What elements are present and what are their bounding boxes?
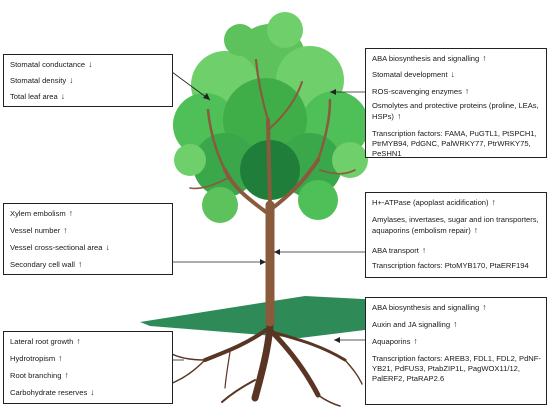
list-item: H+-ATPase (apoplast acidification)↑: [372, 197, 496, 207]
list-item: Aquaporins↑: [372, 336, 418, 346]
tree-trunk: [189, 58, 356, 327]
list-item: Carbohydrate reserves↓: [10, 387, 95, 397]
trend-arrow-icon: ↑: [78, 259, 83, 269]
trend-arrow-icon: ↓: [69, 75, 74, 85]
trend-arrow-icon: ↑: [68, 208, 73, 218]
trend-arrow-icon: ↑: [58, 353, 63, 363]
transcription-factors: Transcription factors: PtoMYB170, PtaERF…: [372, 261, 529, 270]
list-item: Stomatal development↓: [372, 69, 455, 79]
list-item: Stomatal density↓: [10, 75, 74, 85]
connector-arrowheads: [203, 89, 340, 343]
list-item: Amylases, invertases, sugar and ion tran…: [372, 215, 539, 235]
tree-canopy: [173, 12, 369, 223]
trend-arrow-icon: ↑: [473, 224, 479, 235]
list-item: Osmolytes and protective proteins (proli…: [372, 101, 539, 121]
trend-arrow-icon: ↑: [63, 225, 68, 235]
list-item: ABA transport↑: [372, 245, 427, 255]
trend-arrow-icon: ↑: [64, 370, 69, 380]
trend-arrow-icon: ↓: [88, 59, 93, 69]
trend-arrow-icon: ↑: [413, 336, 418, 346]
list-item: Secondary cell wall↑: [10, 259, 83, 269]
trend-arrow-icon: ↓: [60, 91, 65, 101]
trend-arrow-icon: ↑: [421, 245, 427, 255]
trend-arrow-icon: ↑: [482, 302, 487, 312]
stem-molecular-box: H+-ATPase (apoplast acidification)↑ Amyl…: [365, 192, 547, 278]
list-item: Stomatal conductance↓: [10, 59, 93, 69]
trend-arrow-icon: ↑: [464, 86, 470, 96]
trend-arrow-icon: ↑: [491, 197, 496, 207]
leaves-molecular-box: ABA biosynthesis and signalling↑ Stomata…: [365, 48, 547, 158]
root-system: [167, 322, 363, 407]
transcription-factors: Transcription factors: AREB3, FDL1, FDL2…: [372, 354, 541, 383]
trend-arrow-icon: ↑: [76, 336, 81, 346]
list-item: Lateral root growth↑: [10, 336, 81, 346]
trend-arrow-icon: ↑: [396, 110, 402, 121]
transcription-factors: Transcription factors: FAMA, PuGTL1, PtS…: [372, 129, 537, 158]
trend-arrow-icon: ↓: [450, 69, 455, 79]
list-item: ROS-scavenging enzymes↑: [372, 86, 470, 96]
list-item: Vessel cross-sectional area↓: [10, 242, 110, 252]
list-item: Hydrotropism↑: [10, 353, 63, 363]
list-item: Auxin and JA signalling↑: [372, 319, 458, 329]
trend-arrow-icon: ↓: [90, 387, 95, 397]
root-traits-box: Lateral root growth↑ Hydrotropism↑ Root …: [3, 331, 173, 404]
list-item: Total leaf area↓: [10, 91, 65, 101]
root-molecular-box: ABA biosynthesis and signalling↑ Auxin a…: [365, 297, 547, 405]
list-item: ABA biosynthesis and signalling↑: [372, 53, 487, 63]
trend-arrow-icon: ↓: [105, 242, 110, 252]
stem-traits-box: Xylem embolism↑ Vessel number↑ Vessel cr…: [3, 203, 173, 275]
list-item: Vessel number↑: [10, 225, 68, 235]
trend-arrow-icon: ↑: [453, 319, 458, 329]
list-item: Root branching↑: [10, 370, 69, 380]
leaves-traits-box: Stomatal conductance↓ Stomatal density↓ …: [3, 54, 173, 107]
list-item: ABA biosynthesis and signalling↑: [372, 302, 487, 312]
trend-arrow-icon: ↑: [482, 53, 487, 63]
list-item: Xylem embolism↑: [10, 208, 73, 218]
